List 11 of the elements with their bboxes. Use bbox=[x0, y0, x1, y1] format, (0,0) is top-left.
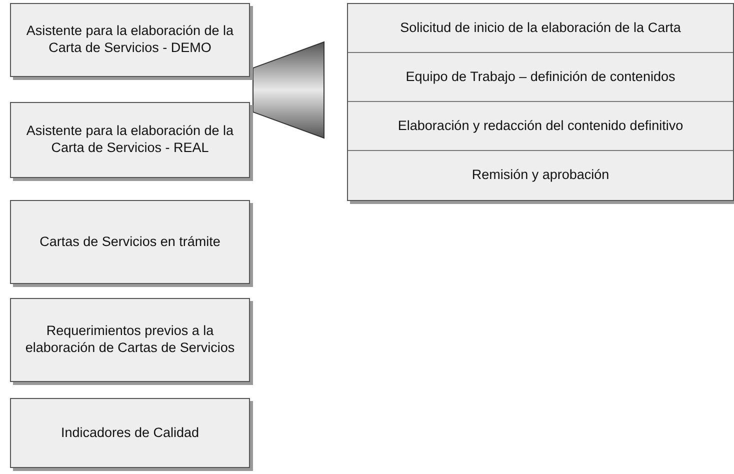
menu-box: Asistente para la elaboración de la Carta de Servicios - REAL bbox=[10, 102, 250, 178]
menu-box: Cartas de Servicios en trámite bbox=[10, 200, 250, 284]
menu-item: Equipo de Trabajo – definición de contenidos bbox=[348, 53, 733, 102]
menu-box: Indicadores de Calidad bbox=[10, 398, 250, 468]
menu-item: Remisión y aprobación bbox=[348, 151, 733, 200]
submenu-panel bbox=[347, 3, 734, 201]
menu-item: Solicitud de inicio de la elaboración de la Carta bbox=[348, 4, 733, 53]
menu-box: Requerimientos previos a la elaboración de Cartas de Servicios bbox=[10, 298, 250, 382]
expand-connector bbox=[252, 41, 324, 139]
menu-item: Elaboración y redacción del contenido definitivo bbox=[348, 102, 733, 151]
menu-box: Asistente para la elaboración de la Carta de Servicios - DEMO bbox=[10, 3, 250, 77]
